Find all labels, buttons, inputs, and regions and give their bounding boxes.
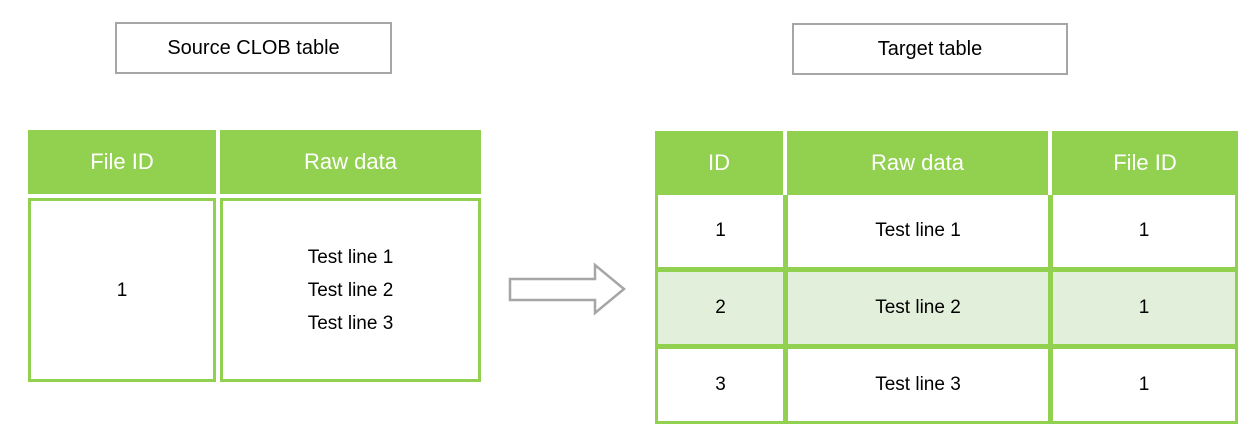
source-cell-file-id: 1 xyxy=(28,198,216,382)
target-table-header-row: ID Raw data File ID xyxy=(655,131,1238,195)
target-table: ID Raw data File ID 1 Test line 1 1 2 Te… xyxy=(655,131,1238,424)
target-cell-id: 1 xyxy=(658,195,783,267)
target-header-id: ID xyxy=(655,131,783,195)
target-cell-file-id: 1 xyxy=(1053,272,1235,344)
transform-arrow-icon xyxy=(505,258,630,322)
target-cell-id: 3 xyxy=(658,349,783,421)
target-header-file-id: File ID xyxy=(1048,131,1238,195)
source-cell-raw-data: Test line 1 Test line 2 Test line 3 xyxy=(220,198,481,382)
source-table-label: Source CLOB table xyxy=(115,22,392,74)
source-file-id-value: 1 xyxy=(116,279,128,301)
target-cell-raw-data: Test line 2 xyxy=(788,272,1048,344)
source-clob-table: File ID Raw data 1 Test line 1 Test line… xyxy=(28,130,481,382)
target-header-raw-data: Raw data xyxy=(783,131,1048,195)
source-table-label-text: Source CLOB table xyxy=(167,36,340,59)
target-cell-file-id: 1 xyxy=(1053,195,1235,267)
source-header-file-id: File ID xyxy=(28,130,216,194)
target-table-label: Target table xyxy=(792,23,1068,75)
target-table-label-text: Target table xyxy=(877,37,983,60)
raw-data-line: Test line 2 xyxy=(307,279,394,301)
target-cell-id: 2 xyxy=(658,272,783,344)
raw-data-line: Test line 3 xyxy=(307,312,394,334)
raw-data-line: Test line 1 xyxy=(307,246,394,268)
target-table-body: 1 Test line 1 1 2 Test line 2 1 3 Test l… xyxy=(655,195,1238,424)
target-cell-raw-data: Test line 1 xyxy=(788,195,1048,267)
source-header-raw-data: Raw data xyxy=(220,130,481,194)
target-cell-raw-data: Test line 3 xyxy=(788,349,1048,421)
target-cell-file-id: 1 xyxy=(1053,349,1235,421)
